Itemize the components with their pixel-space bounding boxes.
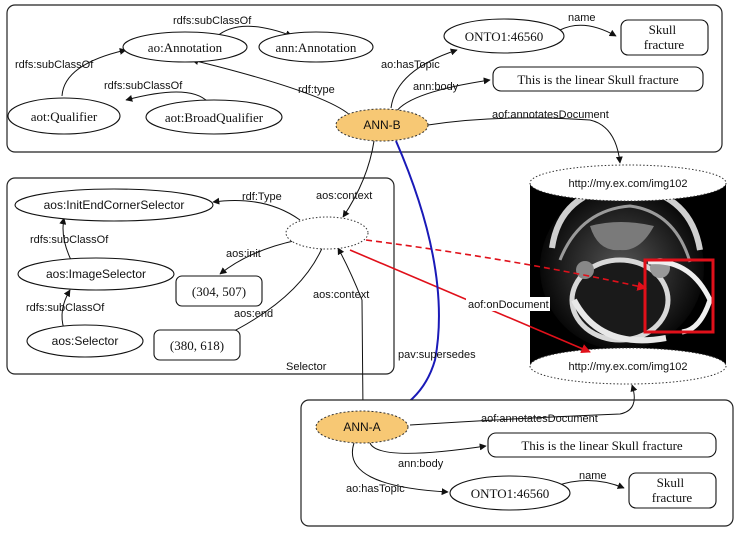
onto1-label-top: ONTO1:46560 (465, 29, 543, 44)
document-cylinder (529, 164, 727, 385)
aot-broad-qualifier-node (145, 99, 283, 135)
ann-annotation-node (258, 31, 374, 63)
on-document-label-bg (466, 297, 550, 311)
ann-b-node (335, 108, 429, 142)
document-url-bottom: http://my.ex.com/img102 (568, 361, 687, 373)
selector-caption: Selector (286, 361, 327, 373)
aot-broad-qualifier-label: aot:BroadQualifier (165, 110, 264, 125)
bottom-group-box (300, 399, 734, 527)
edge-rdf-type-sel (212, 197, 301, 221)
label-context-bottom: aos:context (313, 289, 369, 301)
label-subclass-sel-2: rdfs:subClassOf (26, 302, 105, 314)
edge-rdf-type (191, 58, 353, 118)
onto1-label-bottom: ONTO1:46560 (471, 486, 549, 501)
ao-annotation-label: ao:Annotation (148, 40, 223, 55)
edge-subclass-2 (215, 25, 293, 38)
end-value-label: (380, 618) (170, 338, 224, 353)
init-value-label: (304, 507) (192, 284, 246, 299)
onto1-node-bottom (449, 475, 571, 511)
label-name-bottom: name (579, 470, 607, 482)
label-supersedes: pav:supersedes (398, 349, 476, 361)
ann-annotation-label: ann:Annotation (276, 40, 357, 55)
label-annotates-bottom: aof:annotatesDocument (481, 413, 598, 425)
label-has-topic-bottom: ao:hasTopic (346, 483, 405, 495)
skull-fracture-label-top: Skull fracture (644, 22, 685, 52)
label-rdf-type: rdf:type (298, 84, 335, 96)
skull-fracture-node-top (620, 19, 709, 56)
label-on-document: aof:onDocument (468, 299, 549, 311)
image-selector-label: aos:ImageSelector (46, 267, 146, 281)
skull-fracture-label-bottom: Skull fracture (652, 475, 693, 505)
label-subclass-3: rdfs:subClassOf (104, 80, 183, 92)
label-rdf-type-sel: rdf:Type (242, 191, 282, 203)
edge-subclass-sel-1 (59, 217, 73, 263)
edge-end (219, 245, 324, 339)
region-highlight (643, 258, 715, 334)
aot-qualifier-node (7, 97, 121, 135)
label-annotates-top: aof:annotatesDocument (492, 109, 609, 121)
label-end: aos:end (234, 308, 273, 320)
end-value-node (153, 329, 241, 361)
document-top (529, 164, 727, 202)
edge-has-topic-bottom (352, 442, 449, 496)
label-context-top: aos:context (316, 190, 372, 202)
init-end-corner-node (14, 188, 214, 222)
document-url-top: http://my.ex.com/img102 (568, 178, 687, 190)
selector-node (26, 324, 144, 358)
edge-context-top (342, 140, 375, 218)
image-selector-node (17, 257, 175, 291)
label-body-top: ann:body (413, 81, 459, 93)
label-subclass-1: rdfs:subClassOf (15, 59, 94, 71)
init-end-corner-label: aos:InitEndCornerSelector (44, 198, 185, 212)
edge-subclass-1 (61, 47, 127, 97)
selector-blank-node (285, 216, 369, 250)
edge-selector-region (365, 239, 647, 291)
init-value-node (175, 275, 263, 307)
skull-fracture-node-bottom (628, 472, 717, 509)
edge-subclass-3 (125, 91, 209, 103)
ann-a-node (315, 410, 409, 444)
body-text-label-bottom: This is the linear Skull fracture (521, 438, 683, 453)
label-subclass-sel-1: rdfs:subClassOf (30, 234, 109, 246)
edge-context-bottom (337, 247, 364, 413)
body-text-node-top (492, 66, 704, 92)
aot-qualifier-label: aot:Qualifier (31, 109, 98, 124)
edge-supersedes (392, 140, 440, 413)
label-body-bottom: ann:body (398, 458, 444, 470)
edge-annotates-top (427, 117, 623, 164)
edge-init (219, 239, 299, 275)
edge-body-bottom (369, 442, 487, 454)
ann-b-label: ANN-B (363, 118, 400, 132)
edge-body-top (395, 77, 491, 113)
body-text-label-top: This is the linear Skull fracture (517, 72, 679, 87)
label-has-topic: ao:hasTopic (381, 59, 440, 71)
body-text-node-bottom (487, 432, 717, 458)
selector-label: aos:Selector (52, 334, 119, 348)
edge-has-topic (390, 48, 458, 109)
ao-annotation-node (122, 31, 248, 63)
label-name-top: name (568, 12, 596, 24)
label-subclass-2: rdfs:subClassOf (173, 15, 252, 27)
label-init: aos:init (226, 248, 261, 260)
edge-name-top (559, 24, 617, 37)
onto1-node-top (443, 18, 565, 54)
edge-annotates-bottom (409, 384, 638, 426)
document-bottom (529, 347, 727, 385)
ann-a-label: ANN-A (343, 420, 380, 434)
